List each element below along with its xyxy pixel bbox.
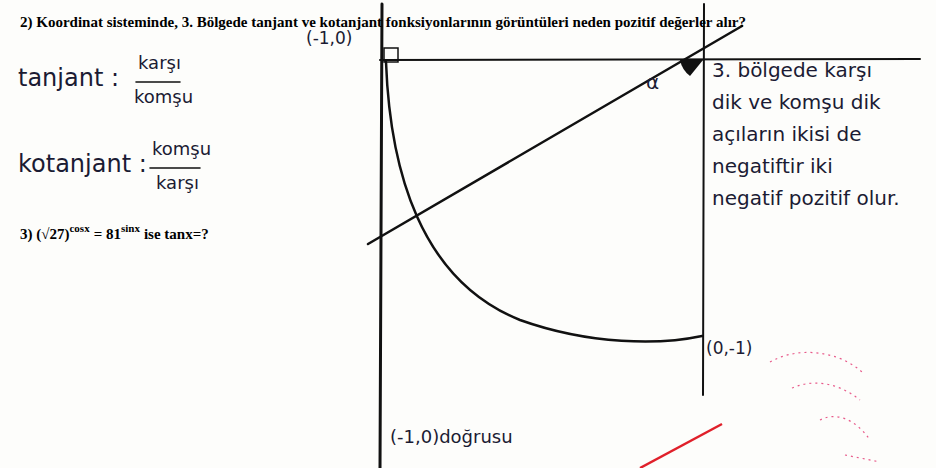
curve bbox=[386, 62, 702, 341]
exponent: cosx bbox=[69, 222, 89, 234]
handwritten-term: tanjant : bbox=[18, 64, 119, 92]
angle-label: α bbox=[646, 70, 659, 94]
right-angle-mark bbox=[384, 48, 398, 62]
equation-text: ise tanx=? bbox=[144, 226, 209, 242]
question-text: 2) Koordinat sisteminde, 3. Bölgede tanj… bbox=[20, 6, 936, 39]
diagonal-line bbox=[368, 26, 742, 244]
equation-row: 3) (√27)cosx = 81sinx ise tanx=? bbox=[20, 222, 209, 243]
equation-text: 3) (√27) bbox=[20, 226, 69, 242]
handwritten-term: kotanjant : bbox=[18, 150, 147, 178]
coordinate-label: (-1,0) bbox=[306, 28, 352, 48]
faint-pink-marks bbox=[770, 352, 880, 462]
exponent: sinx bbox=[121, 222, 140, 234]
angle-mark bbox=[680, 60, 703, 76]
handwritten-note: 3. bölgede karşı dik ve komşu dik açılar… bbox=[712, 54, 902, 214]
fraction-denominator: karşı bbox=[156, 172, 199, 193]
fraction-denominator: komşu bbox=[134, 86, 193, 107]
red-mark bbox=[640, 424, 722, 468]
fraction-numerator: karşı bbox=[138, 52, 181, 73]
coordinate-label: (0,-1) bbox=[706, 338, 752, 358]
fraction-numerator: komşu bbox=[152, 138, 211, 159]
line-label: (-1,0)doğrusu bbox=[390, 426, 513, 447]
equation-text: = 81 bbox=[94, 226, 121, 242]
